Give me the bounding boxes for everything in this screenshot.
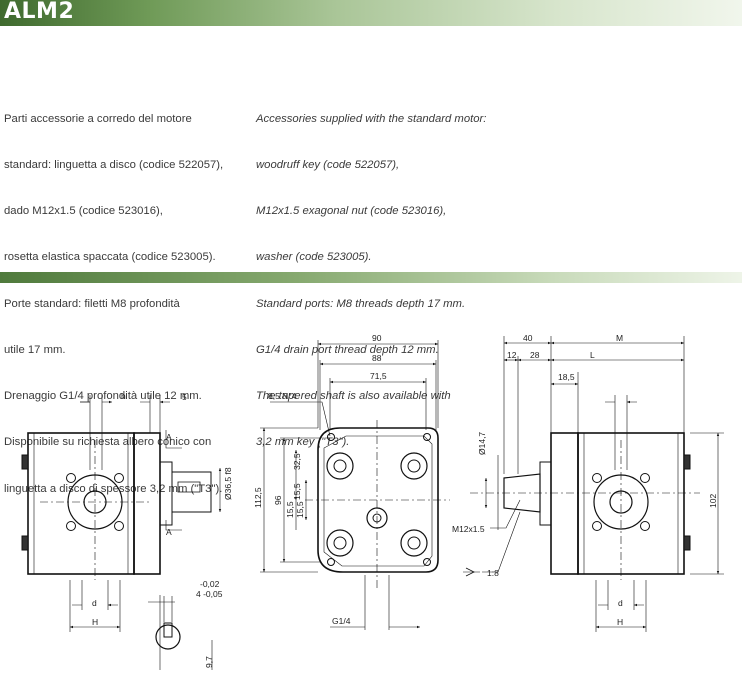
italian-description: Parti accessorie a corredo del motore st… — [4, 81, 223, 512]
dim-label: Ø14,7 — [477, 432, 487, 455]
desc-line: utile 17 mm. — [4, 343, 66, 356]
desc-line: standard: linguetta a disco (codice 5220… — [4, 159, 224, 172]
dim-label: 112,5 — [253, 487, 263, 508]
dim-label: L — [590, 350, 595, 360]
desc-line: Parti accessorie a corredo del motore — [4, 112, 192, 125]
desc-line: Disponibile su richiesta albero conico c… — [4, 436, 212, 449]
dim-label: 90 — [372, 333, 382, 343]
desc-line: rosetta elastica spaccata (codice 523005… — [4, 251, 216, 264]
dim-label: d — [92, 598, 97, 608]
side-view-right — [463, 336, 724, 632]
dim-label: Ø36,5 f8 — [223, 467, 233, 500]
english-description: Accessories supplied with the standard m… — [256, 81, 486, 466]
side-view-left — [21, 395, 222, 670]
dim-label: d — [618, 598, 623, 608]
dim-label: 9,7 — [204, 656, 214, 668]
tolerance-label: 4 -0,05 — [196, 589, 223, 599]
desc-line: Porte standard: filetti M8 profondità — [4, 297, 180, 310]
desc-line: woodruff key (code 522057), — [256, 159, 400, 172]
right-view-labels: 40 M 12 28 L 18,5 Ø14,7 M12x1.5 1:8 102 … — [452, 333, 718, 627]
page-title: ALM2 — [4, 0, 75, 24]
separator-band — [0, 272, 742, 283]
section-label: A — [166, 432, 172, 442]
dim-label: M12x1.5 — [452, 524, 485, 534]
tolerance-label: -0,02 — [200, 579, 220, 589]
desc-line: The tapered shaft is also available with — [256, 390, 451, 403]
dim-label: 40 — [523, 333, 533, 343]
dim-label: h — [121, 391, 126, 401]
dim-label: 1:8 — [487, 568, 499, 578]
dim-label: 71,5 — [370, 371, 387, 381]
front-view-labels: 90 88 71,5 8,5 N°4 112,5 96 32,5 15,5 15… — [253, 333, 387, 626]
dim-label: 28 — [530, 350, 540, 360]
left-view-labels: h 5 A A Ø36,5 f8 d H -0,02 4 -0,05 9,7 — [92, 391, 233, 668]
desc-line: Standard ports: M8 threads depth 17 mm. — [256, 297, 466, 310]
desc-line: Drenaggio G1/4 profondità utile 12 mm. — [4, 390, 202, 403]
header-band — [0, 0, 742, 26]
dim-label: 88 — [372, 353, 382, 363]
dim-label: 15,5 — [285, 501, 295, 518]
dim-label: 8,5 N°4 — [268, 391, 297, 401]
desc-line: M12x1.5 exagonal nut (code 523016), — [256, 205, 447, 218]
desc-line: dado M12x1.5 (codice 523016), — [4, 205, 163, 218]
front-view — [260, 340, 450, 630]
desc-line: 3,2 mm key ("T3"). — [256, 436, 350, 449]
dim-label: 102 — [708, 494, 718, 508]
dim-label: H — [92, 617, 98, 627]
dim-label: 96 — [273, 495, 283, 505]
dim-label: G1/4 — [332, 616, 351, 626]
desc-line: washer (code 523005). — [256, 251, 372, 264]
dim-label: 32,5 — [292, 453, 302, 470]
section-label: A — [166, 527, 172, 537]
dim-label: 5 — [182, 392, 187, 402]
dim-label: M — [616, 333, 623, 343]
dim-label: H — [617, 617, 623, 627]
dim-label: 12 — [507, 350, 517, 360]
desc-line: G1/4 drain port thread depth 12 mm. — [256, 343, 439, 356]
desc-line: Accessories supplied with the standard m… — [256, 112, 487, 125]
dim-label: 15,5 — [295, 501, 305, 518]
dim-label: 15,5 — [292, 483, 302, 500]
dim-label: 18,5 — [558, 372, 575, 382]
